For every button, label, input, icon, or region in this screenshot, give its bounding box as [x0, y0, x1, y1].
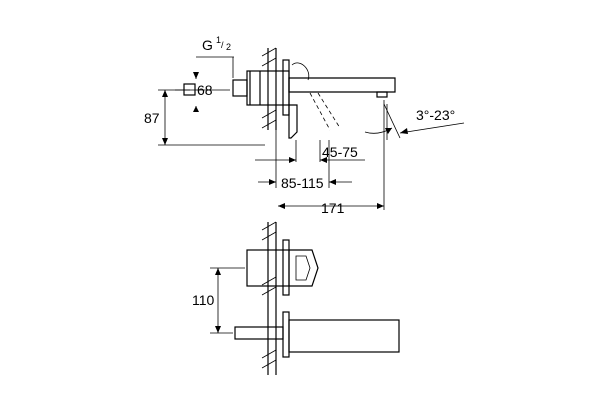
square-size-label: 68: [197, 82, 213, 98]
front-spout-plate: [282, 311, 290, 358]
bottom-view: 110: [192, 221, 400, 375]
front-spout: [288, 319, 400, 353]
spout-length-label: 171: [321, 200, 345, 216]
wall-hatching-bottom: [261, 221, 277, 375]
square-symbol-icon: [183, 83, 196, 96]
thread-label: G: [202, 37, 213, 53]
thread-numerator: 1: [216, 35, 221, 45]
thread-denominator: 2: [226, 42, 231, 52]
angle-label: 3°-23°: [416, 107, 455, 123]
mixer-inlet: [232, 79, 248, 97]
lever-handle: [288, 104, 298, 139]
wall-hatching-top: [261, 47, 277, 130]
height-label: 87: [144, 110, 160, 126]
wall-adjust-label: 85-115: [281, 175, 324, 191]
thread-slash: /: [221, 40, 224, 50]
wall-depth-label: 45-75: [322, 144, 358, 160]
spacing-label: 110: [192, 292, 215, 308]
spout: [288, 77, 396, 93]
front-lever: [289, 249, 319, 287]
top-view: G 1 / 2 68 87 45-75 85-115 1: [144, 35, 465, 216]
aerator: [376, 91, 388, 98]
